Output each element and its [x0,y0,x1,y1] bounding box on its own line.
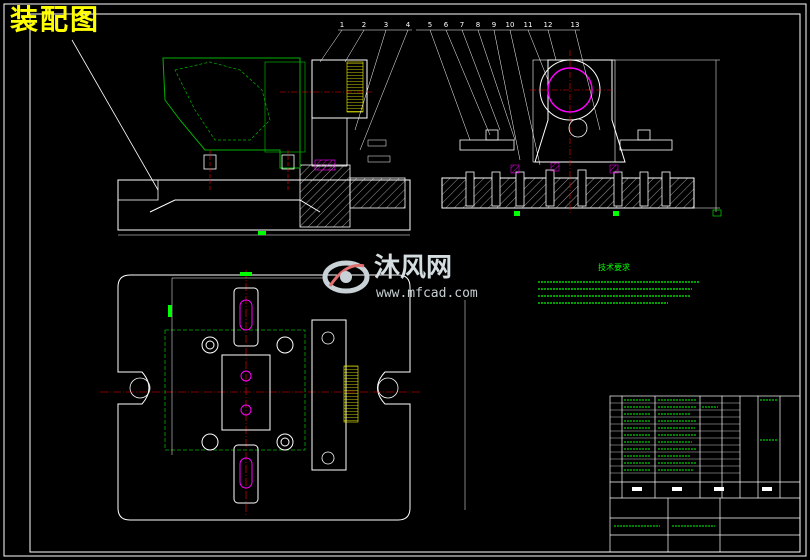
front-view [117,29,412,236]
top-corner-bolts [201,336,294,451]
side-dim-tag [712,209,722,217]
top-slot-left [129,377,151,399]
tech-requirements-lines [538,281,700,304]
side-bolts [465,169,671,207]
leader-1 [319,29,343,63]
top-strap-bottom [233,444,259,504]
front-column-hatch [314,159,336,171]
leader-6 [445,29,491,136]
leader-3 [354,29,387,131]
top-base-plate [117,274,411,521]
leader-7 [461,29,501,131]
balloon-number-13: 13 [571,21,580,29]
top-slot-right [377,377,399,399]
title-leader [71,39,159,191]
side-dim-label-a [514,211,520,216]
mfcad-logo-icon [322,256,370,302]
balloon-number-2: 2 [362,21,366,29]
front-tag-1 [367,139,387,147]
front-dim-text [258,231,266,235]
balloon-number-11: 11 [524,21,533,29]
outer-frame [3,3,807,557]
balloon-number-7: 7 [460,21,464,29]
top-strap-bottom-slot [239,457,253,489]
side-bolt-hatch [510,162,619,174]
bom-text-marks [614,399,778,527]
leader-5 [429,29,471,141]
top-hole-2 [240,404,252,416]
top-strap-top [233,287,259,347]
balloon-number-1: 1 [340,21,344,29]
front-workpiece-rib [264,61,306,153]
inner-frame [29,13,801,553]
balloon-number-12: 12 [544,21,553,29]
top-view [100,270,466,521]
leader-8 [477,29,516,141]
balloon-number-6: 6 [444,21,449,29]
top-side-clamp-knurl [343,365,359,423]
leader-13 [574,29,601,131]
balloon-number-10: 10 [506,21,515,29]
side-screw [568,118,588,138]
bom-header-marks [632,487,772,491]
side-dim-label-b [613,211,619,216]
top-dim-h-text [240,272,252,276]
watermark-url: www.mfcad.com [376,286,478,301]
front-tag-2 [367,155,391,163]
side-base [441,177,695,209]
top-side-clamp-hole-a [321,331,335,345]
leader-10 [509,29,541,166]
front-support-section [299,164,351,228]
front-workpiece [162,57,301,169]
tech-requirements-title: 技术要求 [598,263,630,272]
front-support-section-b [349,177,406,209]
side-nut-right [637,129,651,141]
leader-4 [359,29,409,151]
bom-rows [610,402,740,474]
side-view [416,29,722,217]
side-bore-inner [547,67,593,113]
top-strap-top-slot [239,299,253,331]
front-base-step [117,179,159,201]
drawing-title: 装配图 [10,3,101,36]
front-clamp-knurl [346,61,364,113]
leader-2 [344,29,365,63]
balloon-number-3: 3 [384,21,388,29]
side-nut-left [485,129,499,141]
front-workpiece-detail [174,61,271,141]
balloon-number-5: 5 [428,21,432,29]
title-block [609,395,801,553]
top-side-clamp-hole-b [321,451,335,465]
top-center-block [221,354,271,431]
top-dim-v-text [168,305,172,317]
balloon-number-8: 8 [476,21,480,29]
leader-9 [493,29,521,161]
leader-12 [547,29,557,61]
balloon-number-4: 4 [406,21,411,29]
watermark-brand: 沐风网 [374,253,453,283]
leader-11 [527,29,549,81]
top-hole-1 [240,370,252,382]
balloon-number-9: 9 [492,21,496,29]
top-fixture-body [164,329,306,451]
